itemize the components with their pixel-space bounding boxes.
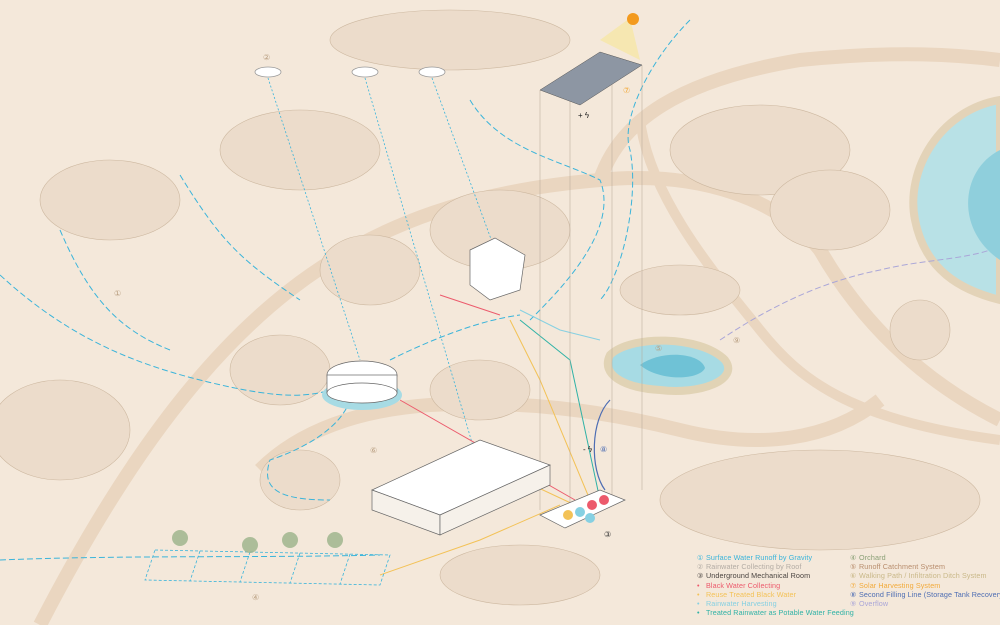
legend-item: •Black Water Collecting bbox=[697, 580, 781, 590]
lake bbox=[909, 95, 1000, 305]
solar-panel bbox=[539, 13, 643, 520]
energy-plus: + ϟ bbox=[578, 111, 590, 120]
marker-2: ② bbox=[263, 53, 270, 62]
sun-icon bbox=[627, 13, 639, 25]
catchment-pond bbox=[604, 336, 733, 395]
marker-6: ⑥ bbox=[370, 446, 377, 455]
marker-3: ③ bbox=[604, 530, 611, 539]
marker-4: ④ bbox=[252, 593, 259, 602]
legend-item: •Rainwater Harvesting bbox=[697, 599, 777, 609]
marker-5: ⑤ bbox=[655, 344, 662, 353]
overflow-line bbox=[719, 249, 991, 341]
surface-runoff-lines bbox=[0, 19, 691, 561]
legend-item: •Reuse Treated Black Water bbox=[697, 589, 797, 599]
marker-7: ⑦ bbox=[623, 86, 630, 95]
tree-canopies bbox=[0, 9, 981, 606]
buildings bbox=[322, 237, 551, 536]
feed-lines bbox=[379, 294, 601, 576]
energy-minus: - ϟ bbox=[583, 445, 593, 454]
marker-1: ① bbox=[114, 289, 121, 298]
legend-item: •Treated Rainwater as Potable Water Feed… bbox=[697, 608, 854, 618]
marker-8: ⑧ bbox=[600, 445, 607, 454]
cloud-icons bbox=[254, 66, 446, 78]
orchard bbox=[144, 549, 391, 586]
map-markers: ① ② ③ ④ ⑤ ⑥ ⑦ ⑧ ⑨ + ϟ - ϟ bbox=[114, 53, 740, 602]
second-filling-line bbox=[593, 399, 611, 491]
marker-9: ⑨ bbox=[733, 336, 740, 345]
rain-lines bbox=[267, 77, 496, 471]
mechanical-room bbox=[539, 489, 626, 529]
